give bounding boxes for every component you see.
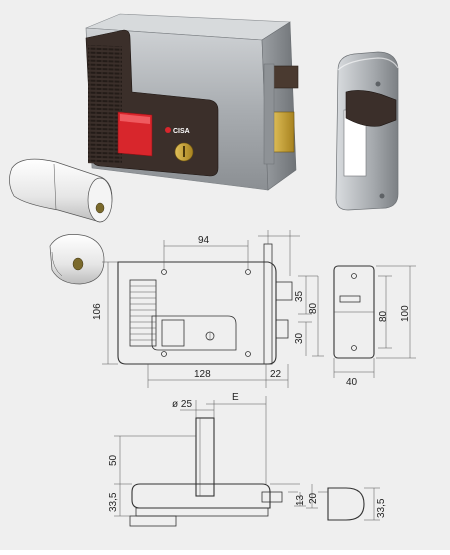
dim-25: ø 25 xyxy=(172,399,215,418)
dim-30-label: 30 xyxy=(294,332,305,344)
lock-body-icon: CISA xyxy=(85,13,299,191)
dim-50-33: 50 33,5 xyxy=(108,435,196,517)
dim-22-label: 22 xyxy=(270,369,282,380)
dim-80b-label: 80 xyxy=(378,310,389,322)
dim-e-label: E xyxy=(232,392,239,403)
dim-80a-label: 80 xyxy=(308,302,319,314)
dim-94-label: 94 xyxy=(198,235,210,246)
dim-20-label: 20 xyxy=(308,492,319,504)
dim-35-label: 35 xyxy=(294,290,305,302)
dim-128-label: 128 xyxy=(194,369,211,380)
cylinder-icon xyxy=(9,158,113,223)
svg-text:CISA: CISA xyxy=(173,128,190,135)
side-section-drawing xyxy=(129,417,365,527)
dim-33b-label: 33,5 xyxy=(376,498,387,518)
knob-icon xyxy=(49,234,105,285)
dim-94: 94 xyxy=(163,235,249,270)
dim-33a-label: 33,5 xyxy=(108,492,119,512)
cisa-logo: CISA xyxy=(165,127,190,135)
keeper-icon xyxy=(335,51,399,211)
dim-106-label: 106 xyxy=(92,303,103,320)
dim-35-80-30: 35 80 30 xyxy=(294,275,324,357)
front-elevation-drawing xyxy=(117,230,300,365)
dim-106: 106 xyxy=(92,261,118,365)
dim-13-label: 13 xyxy=(295,494,306,506)
dim-100-label: 100 xyxy=(400,305,411,322)
dim-128-22: 128 22 xyxy=(147,364,289,388)
dim-e: E xyxy=(206,392,267,484)
dim-50-label: 50 xyxy=(108,454,119,466)
dim-13-20: 13 20 xyxy=(294,484,319,509)
dim-40-label: 40 xyxy=(346,377,358,388)
keeper-drawing: 80 100 40 xyxy=(333,265,416,388)
dim-25-label: ø 25 xyxy=(172,399,192,410)
dim-33b: 33,5 xyxy=(364,487,387,521)
